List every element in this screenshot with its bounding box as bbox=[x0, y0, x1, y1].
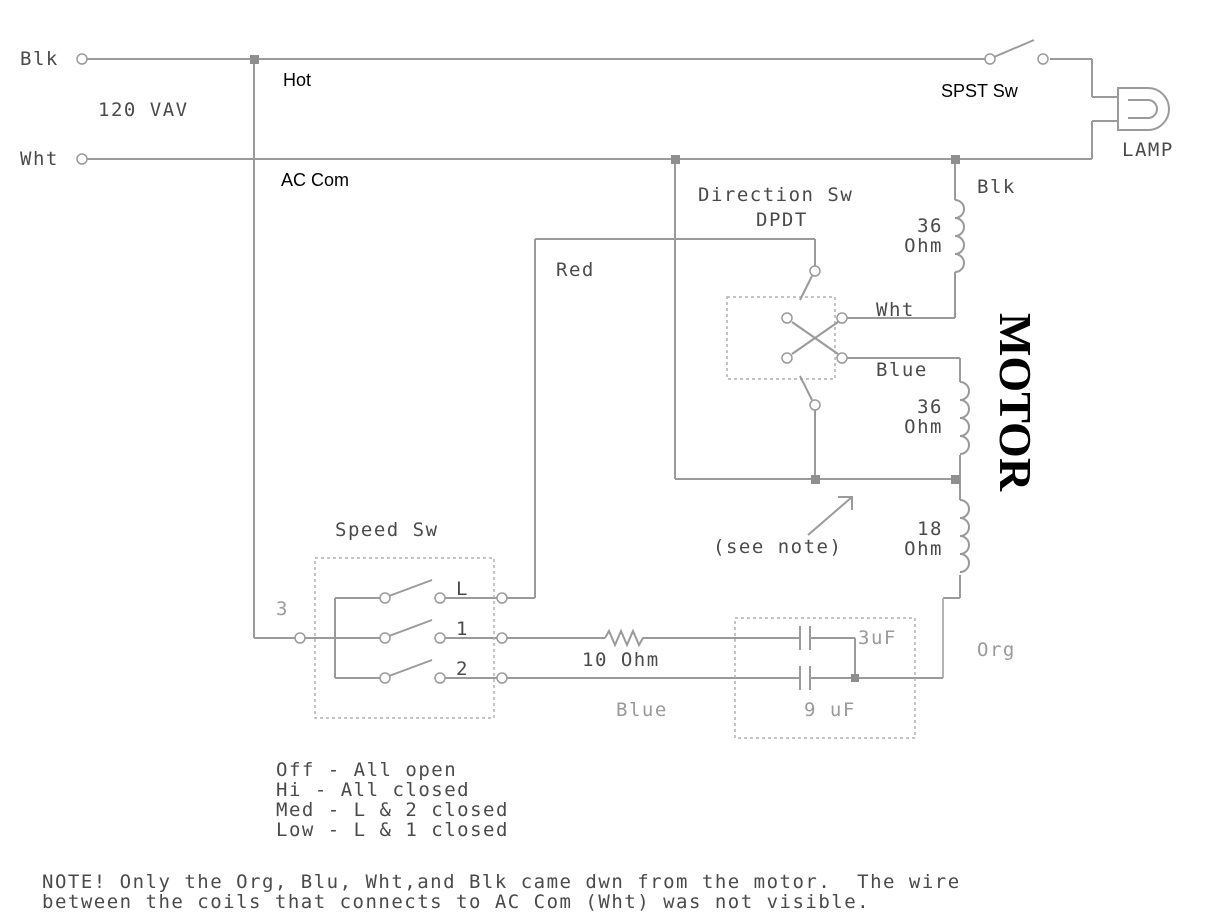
capacitor-9uf-label: 9 uF bbox=[804, 699, 856, 721]
coil3-value: 18 bbox=[917, 518, 943, 540]
speed-table-row: Med - L & 2 closed bbox=[276, 799, 509, 821]
junction-dots bbox=[250, 55, 960, 682]
coil2-value: 36 bbox=[917, 396, 943, 418]
hot-label: Hot bbox=[283, 70, 311, 90]
capacitor-enclosure bbox=[734, 617, 916, 739]
position-3-label: 3 bbox=[276, 598, 289, 620]
speed-table-row: Off - All open bbox=[276, 759, 457, 781]
note-line: between the coils that connects to AC Co… bbox=[42, 891, 870, 913]
note-arrow bbox=[807, 496, 853, 536]
speed-switch bbox=[294, 579, 508, 684]
capacitor-9uf bbox=[799, 666, 811, 690]
supply-voltage-label: 120 VAV bbox=[98, 99, 189, 121]
red-wire-label: Red bbox=[556, 259, 595, 281]
position-2-label: 2 bbox=[456, 658, 469, 680]
coil2-unit: Ohm bbox=[904, 416, 943, 438]
coil-1 bbox=[954, 199, 965, 273]
direction-switch-label: Direction Sw bbox=[698, 184, 853, 206]
motor-wht-label: Wht bbox=[876, 299, 915, 321]
wht-terminal bbox=[76, 153, 88, 165]
ac-com-label: AC Com bbox=[281, 170, 349, 190]
blue-wire-label: Blue bbox=[616, 699, 668, 721]
motor-blue-label: Blue bbox=[876, 359, 928, 381]
note-line: NOTE! Only the Org, Blu, Wht,and Blk cam… bbox=[42, 871, 961, 893]
capacitor-3uf-label: 3uF bbox=[858, 627, 897, 649]
position-l-label: L bbox=[456, 578, 469, 600]
wht-input-label: Wht bbox=[20, 148, 59, 170]
motor-blk-label: Blk bbox=[977, 176, 1016, 198]
dpdt-enclosure bbox=[726, 296, 836, 380]
wires bbox=[87, 58, 1118, 679]
coil-2 bbox=[959, 381, 970, 455]
coil3-unit: Ohm bbox=[904, 538, 943, 560]
dpdt-label: DPDT bbox=[756, 209, 808, 231]
coil1-value: 36 bbox=[917, 215, 943, 237]
coil-3 bbox=[959, 499, 970, 573]
speed-switch-label: Speed Sw bbox=[335, 519, 439, 541]
spst-switch-label: SPST Sw bbox=[941, 81, 1019, 101]
blk-terminal bbox=[76, 53, 88, 65]
speed-table-row: Low - L & 1 closed bbox=[276, 819, 509, 841]
speed-switch-enclosure bbox=[314, 557, 495, 719]
motor-label: MOTOR bbox=[990, 313, 1041, 492]
coil1-unit: Ohm bbox=[904, 235, 943, 257]
lamp-label: LAMP bbox=[1122, 139, 1174, 161]
speed-table-row: Hi - All closed bbox=[276, 779, 470, 801]
resistor-label: 10 Ohm bbox=[582, 649, 660, 671]
see-note-label: (see note) bbox=[713, 536, 842, 558]
dpdt-switch bbox=[781, 265, 848, 411]
blk-input-label: Blk bbox=[20, 48, 59, 70]
position-1-label: 1 bbox=[456, 618, 469, 640]
resistor-symbol bbox=[604, 628, 647, 648]
org-wire-label: Org bbox=[977, 639, 1016, 661]
lamp-symbol bbox=[1117, 87, 1170, 131]
spst-switch bbox=[984, 39, 1049, 65]
capacitor-3uf bbox=[799, 626, 811, 650]
